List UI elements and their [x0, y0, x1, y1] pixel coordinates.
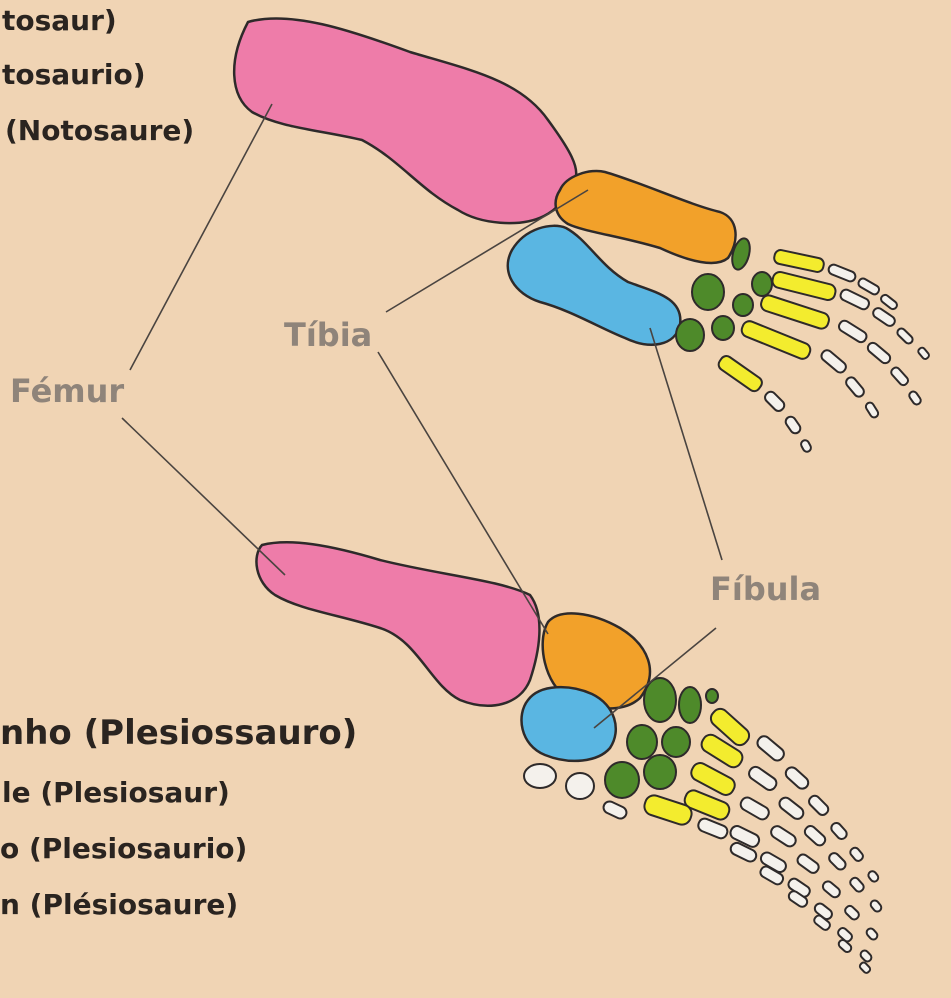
phalanx [819, 348, 848, 374]
phalanx [908, 390, 923, 406]
phalanx [890, 366, 910, 387]
phalanx [849, 846, 865, 863]
tarsal [733, 294, 753, 316]
tarsal [679, 687, 701, 723]
phalanx [829, 821, 848, 841]
phalanx [857, 277, 881, 296]
notosaur-name-en: tosaur) [2, 4, 117, 37]
phalanx [837, 319, 868, 344]
phalanx [803, 824, 827, 848]
femur-label: Fémur [10, 372, 124, 410]
phalanx [879, 293, 898, 310]
phalanx [696, 817, 729, 840]
tarsal [752, 272, 772, 296]
phalanx [859, 961, 872, 974]
notosaur-metatarsals [716, 249, 837, 394]
metatarsal [740, 319, 813, 361]
tarsal [605, 762, 639, 798]
metatarsal [771, 270, 837, 301]
phalanx [524, 764, 556, 788]
metatarsal [773, 249, 825, 273]
plesiosaur-name-fr: n (Plésiosaure) [0, 888, 238, 921]
notosaur-name-block: tosaur) tosaurio) (Notosaure) [2, 4, 194, 147]
phalanx [859, 949, 873, 963]
notosaur-limb [234, 18, 930, 453]
phalanx [566, 773, 594, 799]
phalanx [784, 415, 803, 435]
phalanx [827, 851, 848, 872]
phalanx [783, 765, 810, 791]
tarsal [676, 319, 704, 351]
phalanx [865, 927, 879, 941]
phalanx [800, 439, 813, 453]
phalanx [917, 346, 930, 360]
phalanx [739, 795, 771, 821]
tarsal [706, 689, 718, 703]
tarsal [644, 678, 676, 722]
phalanx [821, 879, 842, 899]
fibula-leader-top [650, 328, 722, 560]
phalanx [807, 794, 830, 817]
phalanx [849, 876, 866, 893]
notosaur-femur [234, 18, 576, 223]
tarsal [662, 727, 690, 757]
plesiosaur-name-en: le (Plesiosaur) [2, 776, 230, 809]
femur-leader-bottom [122, 418, 285, 575]
tarsal [627, 725, 657, 759]
plesiosaur-name-es: o (Plesiosaurio) [0, 832, 247, 865]
phalanx [869, 899, 883, 913]
plesiosaur-name-block: nho (Plesiossauro) le (Plesiosaur) o (Pl… [0, 713, 357, 921]
notosaur-name-es: tosaurio) [2, 58, 146, 91]
tarsal [692, 274, 724, 310]
phalanx [747, 764, 779, 792]
notosaur-phalanges [763, 263, 930, 453]
phalanx [777, 795, 806, 821]
phalanx [839, 288, 871, 311]
phalanx [755, 734, 786, 763]
phalanx [843, 904, 860, 921]
fibula-label: Fíbula [710, 570, 821, 608]
phalanx [602, 799, 629, 820]
notosaur-name-fr: (Notosaure) [5, 114, 194, 147]
tarsal [712, 316, 734, 340]
metatarsal [716, 354, 764, 394]
plesiosaur-femur [256, 542, 539, 705]
phalanx [844, 375, 866, 398]
phalanx [796, 852, 821, 874]
phalanx [769, 824, 798, 849]
phalanx [866, 341, 892, 365]
tarsal [644, 755, 676, 789]
phalanx [864, 401, 879, 419]
phalanx [763, 390, 786, 413]
phalanx [827, 263, 857, 283]
plesiosaur-name-pt: nho (Plesiossauro) [0, 713, 357, 753]
phalanx [867, 870, 880, 884]
phalanx [896, 327, 915, 345]
tibia-label: Tíbia [284, 316, 372, 354]
